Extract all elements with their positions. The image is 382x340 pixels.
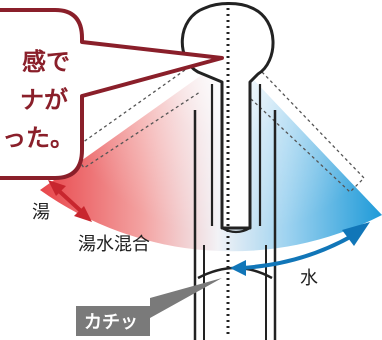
cold-label: 水 — [300, 268, 318, 289]
mix-label: 湯水混合 — [78, 234, 150, 255]
lever-ghost-left — [71, 69, 201, 169]
hot-label: 湯 — [32, 202, 50, 223]
callout-line-2: ナが — [20, 86, 68, 114]
callout-line-3: った。 — [2, 124, 74, 152]
lever-ghost-right — [249, 71, 365, 193]
callout-bubble — [0, 8, 224, 180]
callout-line-1: 感で — [22, 48, 70, 76]
click-label: カチッ — [84, 312, 138, 333]
click-badge — [76, 278, 222, 336]
cold-direction-arrow — [230, 222, 370, 276]
hot-direction-arrow — [48, 180, 92, 222]
